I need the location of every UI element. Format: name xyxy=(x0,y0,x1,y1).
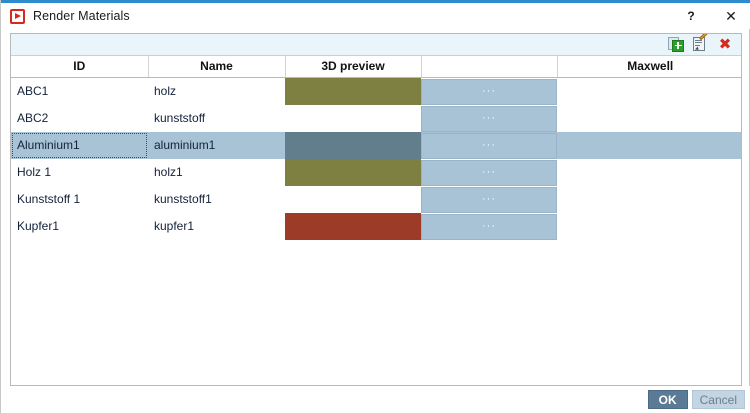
column-header-name[interactable]: Name xyxy=(148,56,286,78)
cell-name[interactable]: aluminium1 xyxy=(148,131,285,159)
title-bar: Render Materials ? ✕ xyxy=(1,3,750,29)
cell-name[interactable]: kunststoff1 xyxy=(148,185,285,213)
window-title: Render Materials xyxy=(33,9,130,23)
material-color-swatch xyxy=(285,158,421,186)
browse-button[interactable]: ··· xyxy=(421,105,557,132)
material-color-swatch xyxy=(285,212,421,240)
delete-material-icon[interactable]: ✖ xyxy=(718,36,732,53)
cell-id[interactable]: Holz 1 xyxy=(11,158,148,186)
cell-name[interactable]: holz xyxy=(148,77,285,105)
cell-3d-preview[interactable] xyxy=(285,212,421,240)
cell-maxwell[interactable] xyxy=(557,158,741,186)
cell-maxwell[interactable] xyxy=(557,185,741,213)
material-color-swatch xyxy=(285,77,421,105)
browse-button[interactable]: ··· xyxy=(421,186,557,213)
cell-maxwell[interactable] xyxy=(557,104,741,132)
cell-id[interactable]: Kunststoff 1 xyxy=(11,185,148,213)
browse-button[interactable]: ··· xyxy=(421,78,557,105)
cell-id[interactable]: ABC1 xyxy=(11,77,148,105)
edit-material-icon[interactable] xyxy=(691,34,711,54)
cell-3d-preview[interactable] xyxy=(285,131,421,159)
cell-browse-action: ··· xyxy=(421,185,557,213)
browse-button[interactable]: ··· xyxy=(421,213,557,240)
cell-3d-preview[interactable] xyxy=(285,77,421,105)
cell-maxwell[interactable] xyxy=(557,131,741,159)
cell-browse-action: ··· xyxy=(421,77,557,105)
browse-button[interactable]: ··· xyxy=(421,159,557,186)
cell-browse-action: ··· xyxy=(421,212,557,240)
cell-3d-preview[interactable] xyxy=(285,185,421,213)
material-color-swatch xyxy=(285,131,421,159)
cell-id[interactable]: Kupfer1 xyxy=(11,212,148,240)
help-button[interactable]: ? xyxy=(687,9,695,23)
cell-3d-preview[interactable] xyxy=(285,158,421,186)
table-header: ID Name 3D preview Maxwell xyxy=(11,56,741,78)
cell-maxwell[interactable] xyxy=(557,77,741,105)
add-material-icon[interactable] xyxy=(667,36,687,54)
cancel-button[interactable]: Cancel xyxy=(691,390,745,409)
render-app-icon xyxy=(10,8,25,24)
materials-toolbar: ✖ xyxy=(11,34,741,56)
cell-browse-action: ··· xyxy=(421,158,557,186)
column-header-maxwell[interactable]: Maxwell xyxy=(557,56,741,78)
cell-maxwell[interactable] xyxy=(557,212,741,240)
column-header-id[interactable]: ID xyxy=(11,56,149,78)
cell-id[interactable]: Aluminium1 xyxy=(11,131,148,159)
cell-name[interactable]: holz1 xyxy=(148,158,285,186)
column-header-3d-preview[interactable]: 3D preview xyxy=(285,56,422,78)
ok-button[interactable]: OK xyxy=(647,390,688,409)
cell-id[interactable]: ABC2 xyxy=(11,104,148,132)
cell-name[interactable]: kunststoff xyxy=(148,104,285,132)
dialog-footer: OK Cancel xyxy=(1,386,750,413)
close-button[interactable]: ✕ xyxy=(725,7,737,24)
cell-3d-preview[interactable] xyxy=(285,104,421,132)
table-header-row: ID Name 3D preview Maxwell xyxy=(11,56,741,78)
browse-button[interactable]: ··· xyxy=(421,132,557,159)
window-accent-bar xyxy=(1,0,750,3)
cell-browse-action: ··· xyxy=(421,131,557,159)
window-controls: ? ✕ xyxy=(671,3,750,29)
column-header-actions[interactable] xyxy=(421,56,558,78)
cell-browse-action: ··· xyxy=(421,104,557,132)
cell-name[interactable]: kupfer1 xyxy=(148,212,285,240)
